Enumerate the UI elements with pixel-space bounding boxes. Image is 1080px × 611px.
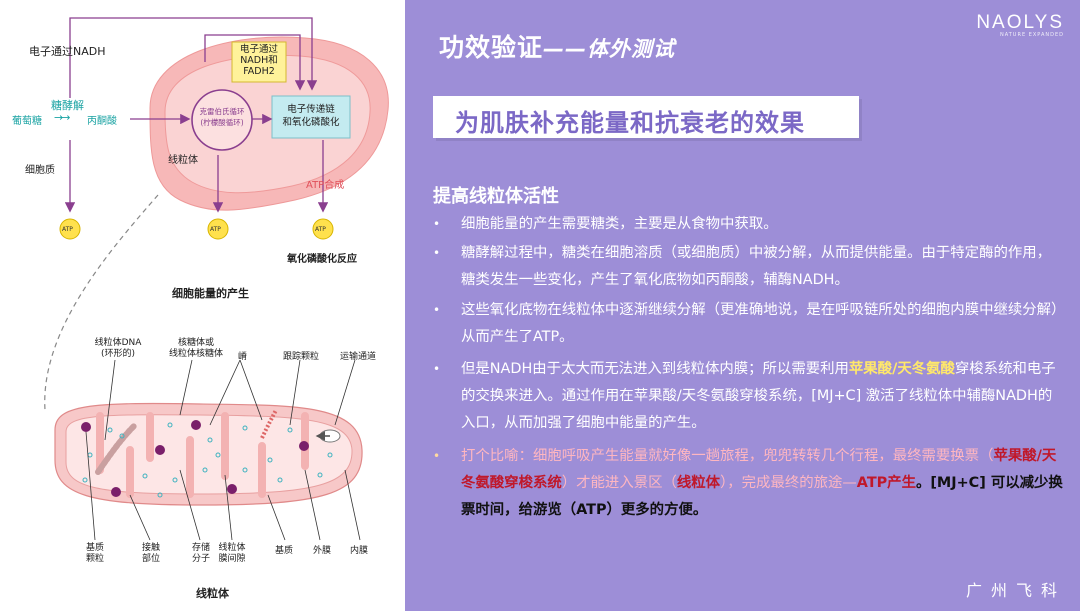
nadh-label: 电子通过NADH — [29, 45, 106, 58]
outer-membrane-label: 外膜 — [313, 546, 332, 556]
energy-production-caption: 细胞能量的产生 — [172, 287, 249, 300]
matrix-granule-label: 基质 颗粒 — [85, 543, 104, 564]
intermembrane-space-label: 线粒体 膜间隙 — [218, 543, 246, 564]
transport-label: 运输通道 — [340, 352, 377, 362]
krebs-cycle-circle — [191, 89, 253, 151]
bullet-4-highlight: 苹果酸/天冬氨酸 — [848, 361, 955, 377]
footer-text: 广州飞科 — [965, 581, 1066, 600]
inner-membrane-label: 内膜 — [350, 546, 369, 556]
electron-box — [231, 41, 287, 83]
diagram-graphics — [44, 17, 389, 541]
bullet-5-part-a: 打个比喻：细胞呼吸产生能量就好像一趟旅程，兜兜转转几个行程，最终需要换票（ — [461, 448, 994, 464]
slide-panel: 功效验证——体外测试 NAOLYS NATURE EXPANDED 为肌肤补充能… — [405, 0, 1080, 611]
bullet-1: • 细胞能量的产生需要糖类，主要是从食物中获取。 — [433, 211, 1063, 238]
bullet-3: • 这些氧化底物在线粒体中逐渐继续分解（更准确地说，是在呼吸链所处的细胞内膜中继… — [433, 297, 1063, 351]
bullet-4-part-a: 但是NADH由于太大而无法进入到线粒体内膜；所以需要利用 — [461, 361, 849, 377]
electron-box-label: 电子通过 NADH和 FADH2 — [239, 44, 278, 77]
bullet-5: • 打个比喻：细胞呼吸产生能量就好像一趟旅程，兜兜转转几个行程，最终需要换票（苹… — [433, 443, 1063, 524]
bullet-4-text: 但是NADH由于太大而无法进入到线粒体内膜；所以需要利用苹果酸/天冬氨酸穿梭系统… — [433, 356, 1063, 437]
oxidative-phosphorylation-label: 氧化磷酸化反应 — [287, 254, 357, 265]
bullet-marker: • — [433, 303, 441, 317]
cristae-label: 嵴 — [238, 352, 248, 362]
matrix-label: 基质 — [275, 546, 294, 556]
logo-name: NAOLYS — [976, 12, 1064, 33]
bullet-marker: • — [433, 217, 441, 231]
bullet-2: • 糖酵解过程中，糖类在细胞溶质（或细胞质）中被分解，从而提供能量。由于特定酶的… — [433, 240, 1063, 294]
atp-label-2: ATP — [210, 226, 221, 233]
bullet-4-part-b: 穿梭系统和电子的交换来进入。通过作用在苹果酸/天冬氨酸穿梭系统，[MJ+C] 激… — [461, 361, 1056, 431]
bullet-marker: • — [433, 449, 441, 463]
atp-circle-1 — [59, 218, 81, 240]
atp-circle-2 — [207, 218, 229, 240]
brand-logo: NAOLYS NATURE EXPANDED — [976, 12, 1064, 38]
atp-synthesis-label: ATP合成 — [306, 180, 345, 191]
cytoplasm-label: 细胞质 — [25, 165, 55, 176]
bullet-2-text: 糖酵解过程中，糖类在细胞溶质（或细胞质）中被分解，从而提供能量。由于特定酶的作用… — [461, 245, 1052, 288]
etc-box — [271, 95, 351, 139]
slide-title-main: 功效验证 — [439, 33, 544, 62]
slide-title: 功效验证——体外测试 — [439, 28, 675, 64]
bullet-1-text: 细胞能量的产生需要糖类，主要是从食物中获取。 — [461, 216, 778, 232]
bullet-5-part-b: ）才能进入景区（ — [561, 475, 677, 491]
bullet-5-part-c: ），完成最终的旅途— — [720, 475, 857, 491]
bullet-marker: • — [433, 362, 441, 376]
bullet-5-text: 打个比喻：细胞呼吸产生能量就好像一趟旅程，兜兜转转几个行程，最终需要换票（苹果酸… — [433, 443, 1063, 524]
krebs-cycle-label: 克雷伯氏循环 (柠檬酸循环) — [199, 107, 245, 127]
bullet-5-highlight-b: 线粒体 — [676, 475, 721, 491]
arrows-glyph: →→ — [54, 111, 71, 124]
bullet-5-part-d: 。[MJ+C] 可以减少换票时间，给游览（ATP）更多的方便。 — [461, 475, 1063, 518]
mitochondria-label: 线粒体 — [168, 155, 198, 166]
etc-box-label: 电子传递链 和氧化磷酸化 — [282, 104, 340, 128]
bullet-3-text: 这些氧化底物在线粒体中逐渐继续分解（更准确地说，是在呼吸链所处的细胞内膜中继续分… — [461, 302, 1059, 345]
atp-label-3: ATP — [315, 226, 326, 233]
bullet-4: • 但是NADH由于太大而无法进入到线粒体内膜；所以需要利用苹果酸/天冬氨酸穿梭… — [433, 356, 1063, 437]
bullet-5-highlight-c: ATP产生 — [856, 475, 916, 491]
diagram-panel: 电子通过NADH 糖酵解 葡萄糖 丙酮酸 →→ 细胞质 克雷伯氏循环 (柠檬酸循… — [0, 0, 405, 611]
mitochondria-caption: 线粒体 — [196, 587, 229, 600]
mito-dna-label: 线粒体DNA (环形的) — [94, 338, 142, 359]
bullet-5-highlight-a: 苹果酸/天冬氨酸穿梭系统 — [461, 448, 1057, 491]
pyruvate-label: 丙酮酸 — [87, 116, 117, 127]
slide-title-sub: ——体外测试 — [543, 37, 676, 61]
headline-text: 为肌肤补充能量和抗衰老的效果 — [455, 109, 805, 137]
contact-site-label: 接触 部位 — [141, 543, 160, 564]
atp-label-1: ATP — [62, 226, 73, 233]
granule-label: 跟踪颗粒 — [283, 352, 320, 362]
bullet-marker: • — [433, 246, 441, 260]
glycolysis-label: 糖酵解 — [51, 99, 84, 112]
atp-circle-3 — [312, 218, 334, 240]
logo-tagline: NATURE EXPANDED — [999, 32, 1064, 38]
headline-banner: 为肌肤补充能量和抗衰老的效果 — [433, 96, 859, 138]
ribosome-label: 核糖体或 线粒体核糖体 — [168, 338, 223, 359]
glucose-label: 葡萄糖 — [12, 116, 42, 127]
storage-molecule-label: 存储 分子 — [191, 543, 210, 564]
section-heading: 提高线粒体活性 — [433, 186, 559, 207]
